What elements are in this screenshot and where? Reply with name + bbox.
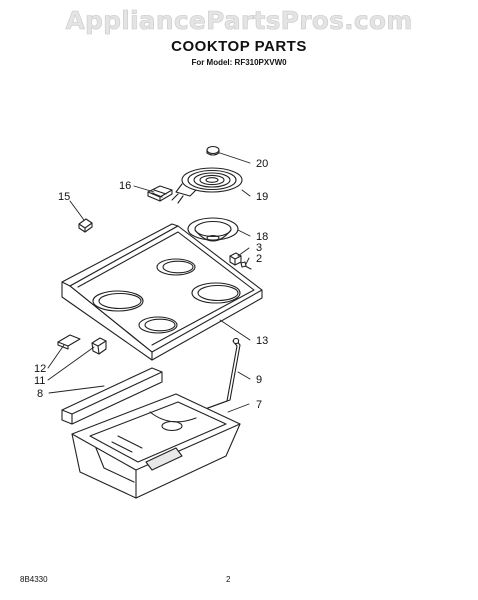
callout-3: 3 bbox=[256, 242, 262, 254]
callout-11: 11 bbox=[34, 375, 45, 387]
part-9-support-rod bbox=[204, 337, 241, 410]
leader-lines bbox=[47, 152, 251, 413]
callout-19: 19 bbox=[256, 191, 268, 203]
part-13-cooktop bbox=[61, 223, 263, 361]
part-12-hinge bbox=[57, 334, 81, 350]
callout-12: 12 bbox=[34, 363, 46, 375]
part-7-burner-box bbox=[71, 393, 241, 499]
watermark: AppliancePartsPros.com bbox=[65, 6, 413, 36]
part-11-clip bbox=[91, 337, 107, 355]
page-number: 2 bbox=[226, 575, 231, 584]
part-18-drip-bowl bbox=[187, 217, 239, 242]
callout-labels: 20 19 16 15 18 3 2 13 12 11 9 8 7 bbox=[34, 158, 268, 411]
part-2-screw bbox=[240, 261, 252, 270]
part-15-clip bbox=[78, 218, 93, 233]
callout-2: 2 bbox=[256, 253, 262, 265]
callout-8: 8 bbox=[37, 388, 43, 400]
part-16-terminal-block bbox=[147, 185, 173, 202]
callout-18: 18 bbox=[256, 231, 268, 243]
callout-13: 13 bbox=[256, 335, 268, 347]
page-title: COOKTOP PARTS bbox=[171, 38, 307, 55]
part-20-cap bbox=[206, 145, 220, 156]
callout-15: 15 bbox=[58, 191, 70, 203]
callout-20: 20 bbox=[256, 158, 268, 170]
callout-7: 7 bbox=[256, 399, 262, 411]
callout-9: 9 bbox=[256, 374, 262, 386]
part-8-front-trim bbox=[61, 367, 163, 425]
callout-16: 16 bbox=[119, 180, 131, 192]
diagram-code: 8B4330 bbox=[20, 575, 48, 584]
model-subtitle: For Model: RF310PXVW0 bbox=[191, 58, 287, 67]
part-19-surface-element bbox=[171, 167, 243, 204]
